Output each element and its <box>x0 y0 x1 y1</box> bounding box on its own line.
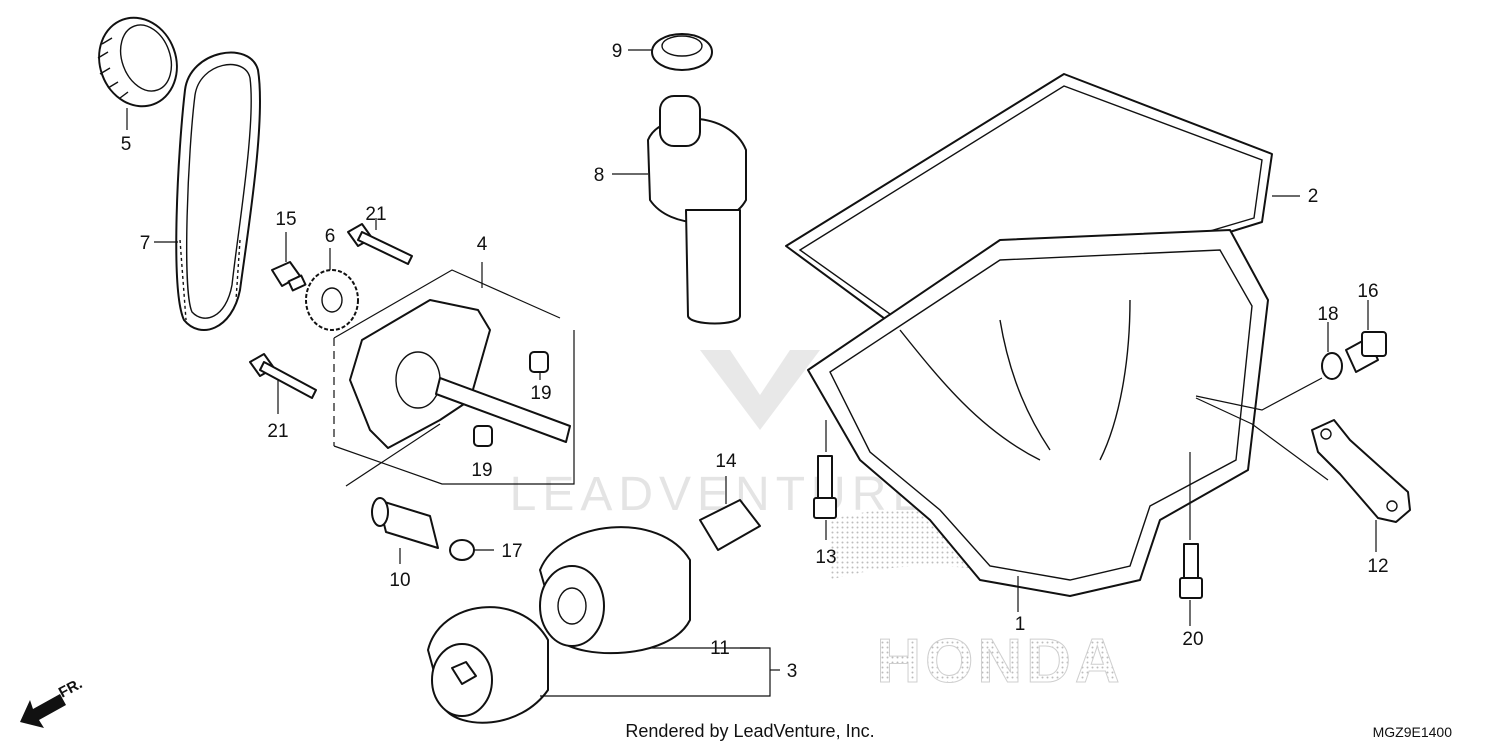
part-oil-pan <box>807 229 1269 612</box>
callout-11: 11 <box>710 638 730 659</box>
callout-20: 20 <box>1182 629 1203 650</box>
callout-19-upper: 19 <box>530 383 551 404</box>
callout-10: 10 <box>389 570 410 591</box>
callout-16: 16 <box>1357 281 1378 302</box>
part-bracket-12 <box>1195 397 1411 552</box>
rendered-by-credit: Rendered by LeadVenture, Inc. <box>625 721 874 741</box>
part-washer-18 <box>1195 322 1343 411</box>
callout-18: 18 <box>1317 304 1338 325</box>
callout-21-upper: 21 <box>365 204 386 225</box>
callout-9: 9 <box>612 41 623 62</box>
part-bolt-13 <box>813 420 837 540</box>
part-cap-9 <box>628 33 713 71</box>
callout-8: 8 <box>594 165 605 186</box>
part-oil-filter <box>427 526 780 724</box>
part-breather-tube <box>612 95 747 325</box>
callout-4: 4 <box>477 234 488 255</box>
callout-3: 3 <box>787 661 798 682</box>
part-bolt-15 <box>271 232 307 292</box>
callout-17: 17 <box>501 541 522 562</box>
part-bolt-21-upper <box>347 218 413 265</box>
part-nipple-14 <box>699 476 761 551</box>
callout-5: 5 <box>121 134 132 155</box>
callout-2: 2 <box>1308 186 1319 207</box>
callout-numbers: 1 2 3 4 5 6 7 8 9 10 11 12 13 14 15 16 1… <box>121 41 1389 682</box>
diagram-code: MGZ9E1400 <box>1373 724 1453 740</box>
watermark-brand: HONDA <box>876 627 1123 696</box>
part-oil-strainer <box>345 423 441 564</box>
part-o-ring-17 <box>449 539 494 561</box>
watermark-logo <box>700 350 820 430</box>
callout-15: 15 <box>275 209 296 230</box>
callout-14: 14 <box>715 451 737 472</box>
callout-13: 13 <box>815 547 836 568</box>
callout-12: 12 <box>1367 556 1388 577</box>
part-oil-pump <box>333 262 575 485</box>
callout-7: 7 <box>140 233 151 254</box>
callout-19-lower: 19 <box>471 460 492 481</box>
callout-21-lower: 21 <box>267 421 288 442</box>
front-arrow-icon <box>20 694 66 728</box>
part-bolt-21-lower <box>249 353 317 414</box>
front-direction-indicator: FR. <box>20 675 85 728</box>
part-drain-bolt-16 <box>1345 300 1387 373</box>
part-bolt-20 <box>1179 452 1203 626</box>
part-pump-gear <box>305 248 359 331</box>
part-cam-chain <box>154 51 261 331</box>
part-sprocket-ring <box>97 16 178 130</box>
callout-1: 1 <box>1015 614 1026 635</box>
callout-6: 6 <box>325 226 336 247</box>
